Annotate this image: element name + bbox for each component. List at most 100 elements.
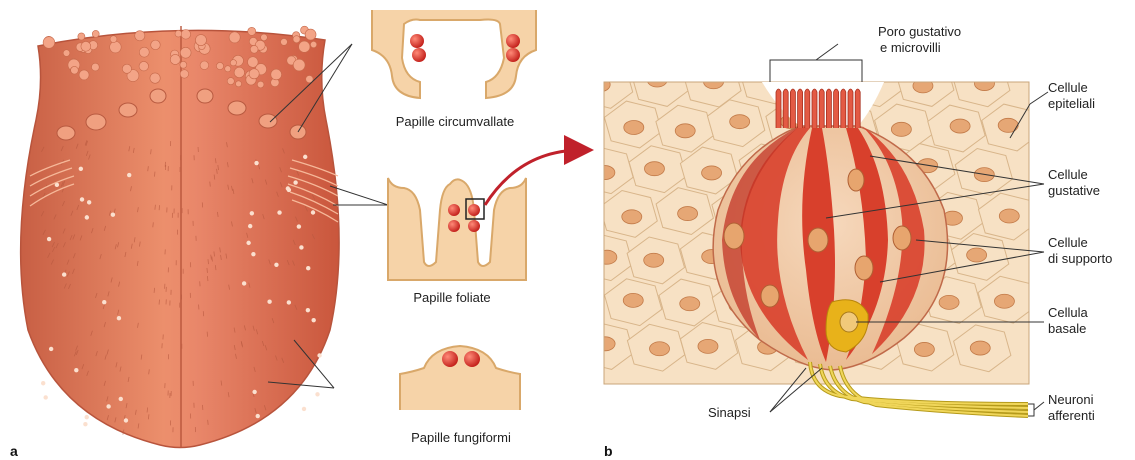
tongue-body [21,30,339,447]
label-cellule-gustative-2: gustative [1048,183,1100,198]
fungiform-dot [80,197,84,201]
fungiform-dot [127,173,131,177]
fungiform-dot [85,415,89,419]
papilla-bump [229,32,240,43]
papilla-bump [227,78,234,85]
microvillus [805,89,810,128]
fungiform-dot [297,224,301,228]
papilla-bump [200,61,209,70]
tongue-texture-mark [153,222,154,227]
epithelial-nucleus [644,162,664,176]
papilla-bump [110,36,117,43]
microvillus [819,89,824,128]
fungiform-dot [251,252,255,256]
panel-label-a: a [10,443,18,459]
papilla-bump [305,29,316,40]
label-papille-fungiformi: Papille fungiformi [411,430,511,445]
epithelial-nucleus [624,120,644,134]
papilla-bump [180,70,189,79]
epithelial-nucleus [913,79,933,93]
inset-foliate: Papille foliate [388,178,526,305]
papilla-bump [151,40,161,50]
epithelial-nucleus [698,339,718,353]
tongue-texture-mark [208,259,209,264]
label-cellule-supporto-2: di supporto [1048,251,1112,266]
fungiform-dot [250,211,254,215]
fungiform-dot [106,404,110,408]
fungiform-dot [124,418,128,422]
inset-circumvallate: Papille circumvallate [372,10,536,129]
fungiform-dot [246,241,250,245]
epithelial-nucleus [974,77,994,91]
taste-cell-nucleus [808,228,828,252]
microvillus [790,89,795,128]
papilla-bump [92,30,99,37]
papilla-bump [139,47,149,57]
fungiform-dot [49,347,53,351]
fungiform-dot [306,266,310,270]
microvillus [826,89,831,128]
papilla-bump [281,38,288,45]
fungiform-dot [311,210,315,214]
papilla-bump [135,31,145,41]
epithelial-nucleus [680,297,700,311]
microvillus [841,89,846,128]
fungiform-dot [286,186,290,190]
fungiform-dot [111,213,115,217]
tongue-texture-mark [151,149,152,154]
microvillus [798,89,803,128]
papilla-bump [261,34,268,41]
taste-cell-nucleus [724,223,744,249]
papilla-bump [234,67,244,77]
fungiform-dot [277,210,281,214]
papilla-bump [110,41,122,53]
fungiform-dot [317,353,321,357]
epithelial-nucleus [967,248,987,262]
fungiform-dot [117,316,121,320]
fungiform-dot [119,397,123,401]
epithelial-nucleus [647,73,667,87]
fungiform-dot [254,161,258,165]
epithelial-nucleus [730,115,750,129]
epithelial-nucleus [678,207,698,221]
fungiform-dot [256,414,260,418]
label-cellule-epiteliali-2: epiteliali [1048,96,1095,111]
fungiform-dot [299,245,303,249]
fungiform-dot [47,237,51,241]
fungiform-dot [274,263,278,267]
inset-fungiform: Papille fungiformi [400,346,520,445]
epithelial-nucleus [891,122,911,136]
basal-cell-nucleus [840,312,858,332]
taste-cell-nucleus [855,256,873,280]
papilla-bump [195,35,206,46]
fungiform-dot [85,215,89,219]
papilla-bump [216,62,223,69]
papilla-bump [180,61,187,68]
label-cellula-basale: Cellula [1048,305,1089,320]
papilla-bump [310,41,316,47]
papilla-bump [63,50,70,57]
fungiform-dot [311,318,315,322]
papilla-bump [293,36,300,43]
epithelial-nucleus [939,295,959,309]
taste-cell-nucleus [893,226,911,250]
epithelial-nucleus [590,78,610,92]
epithelial-nucleus [597,250,617,264]
microvillus [834,89,839,128]
epithelial-nucleus [950,119,970,133]
fungiform-dot [315,392,319,396]
fungiform-dot [83,422,87,426]
epithelial-nucleus [914,342,934,356]
label-neuroni-afferenti: Neuroni [1048,392,1094,407]
papilla-bump [139,61,148,70]
fungiform-dot [43,395,47,399]
microvillus [848,89,853,128]
papilla-bump [236,81,242,87]
papilla-bump [81,41,91,51]
label-poro-gustativo-2: e microvilli [880,40,941,55]
fungiform-dot [303,155,307,159]
epithelial-nucleus [675,124,695,138]
papilla-bump [71,66,79,74]
taste-cell-nucleus [848,169,864,191]
